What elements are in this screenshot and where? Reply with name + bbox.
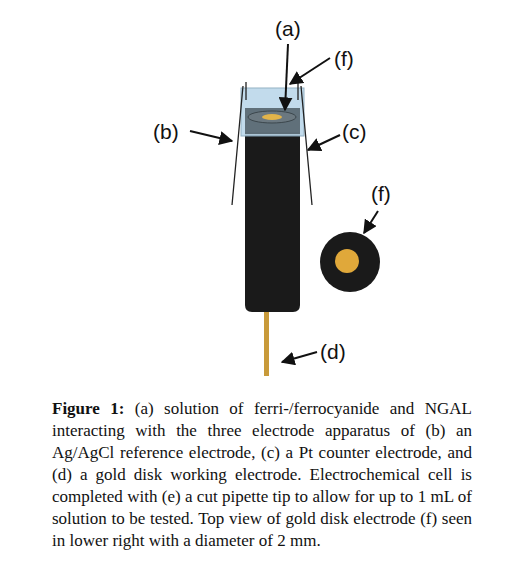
gold-disk <box>262 114 282 120</box>
counter-wire <box>298 82 312 205</box>
leader-b <box>190 131 232 141</box>
leader-f-view <box>364 211 378 233</box>
leader-a <box>285 44 288 110</box>
figure-caption: Figure 1: (a) solution of ferri-/ferrocy… <box>52 398 472 552</box>
callout-b: (b) <box>153 121 179 142</box>
pipette-cell <box>241 88 304 136</box>
callout-c: (c) <box>342 121 367 142</box>
reference-wire <box>232 82 246 205</box>
leader-f-top <box>290 58 330 84</box>
leader-c <box>308 135 340 150</box>
top-view-body <box>320 232 380 292</box>
disk-rim <box>248 111 296 123</box>
figure-number: Figure 1: <box>52 399 124 418</box>
callout-a: (a) <box>275 18 301 39</box>
callout-f: (f) <box>334 48 354 69</box>
leader-d <box>282 352 317 362</box>
top-view-gold <box>335 249 359 273</box>
electrode-top <box>245 108 300 134</box>
caption-text: (a) solution of ferri-/ferrocyanide and … <box>52 399 472 550</box>
callout-f: (f) <box>371 183 391 204</box>
gold-rod <box>264 312 269 376</box>
callout-d: (d) <box>320 341 346 362</box>
electrode-body <box>245 132 300 312</box>
